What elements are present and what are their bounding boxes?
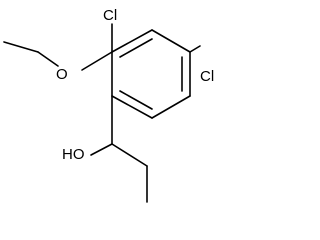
bond-carbinol-to-ch2 [111,143,148,167]
ring-bond-c4-c5 [151,95,191,119]
bond-oxygen-to-ch2 [37,51,59,67]
bond-ring-to-oxygen [81,51,113,71]
bond-to-cl-right [189,45,201,53]
cl-right-label: Cl [200,68,214,85]
hydroxyl-label: HO [62,146,85,163]
ring-double-bond-inner-top [119,38,153,58]
oxygen-ether-label: O [56,66,68,83]
ring-bond-c2-c3 [151,29,191,53]
benzene-ring [111,29,191,119]
ring-bond-c1-c2 [111,29,153,53]
bond-ch2-to-ch3 [3,41,39,53]
bond-carbinol-to-oh [90,143,113,156]
ring-bond-c5-c6 [111,95,153,119]
structural-formula: Cl Cl O HO [3,7,214,203]
ring-double-bond-inner-bottom [119,90,153,110]
cl-top-label: Cl [103,7,117,24]
